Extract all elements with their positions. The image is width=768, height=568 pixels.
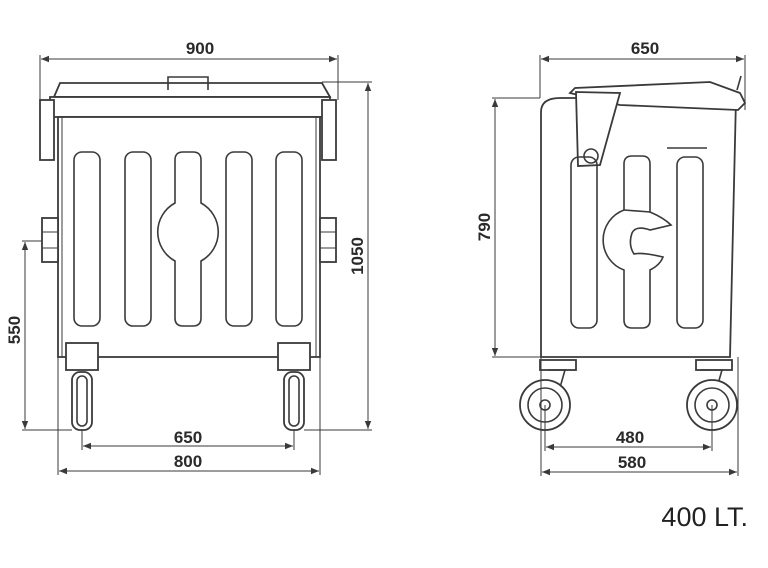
dim-pedal-height: 550 [5, 316, 24, 344]
capacity-label: 400 LT. [661, 502, 748, 532]
dim-overall-height: 1050 [348, 237, 367, 275]
dim-body-width: 800 [174, 452, 202, 471]
side-view-container: 650 790 480 580 [475, 39, 747, 476]
dim-overall-width: 900 [186, 39, 214, 58]
dim-body-depth: 580 [618, 453, 646, 472]
front-casters [65, 342, 311, 431]
dim-overall-depth: 650 [631, 39, 659, 58]
dim-wheel-base: 480 [616, 428, 644, 447]
front-slots [73, 151, 303, 327]
front-view-container: 900 1050 550 650 800 [5, 39, 372, 475]
dim-wheel-track: 650 [174, 428, 202, 447]
side-casters [519, 359, 738, 431]
dim-body-height: 790 [475, 213, 494, 241]
